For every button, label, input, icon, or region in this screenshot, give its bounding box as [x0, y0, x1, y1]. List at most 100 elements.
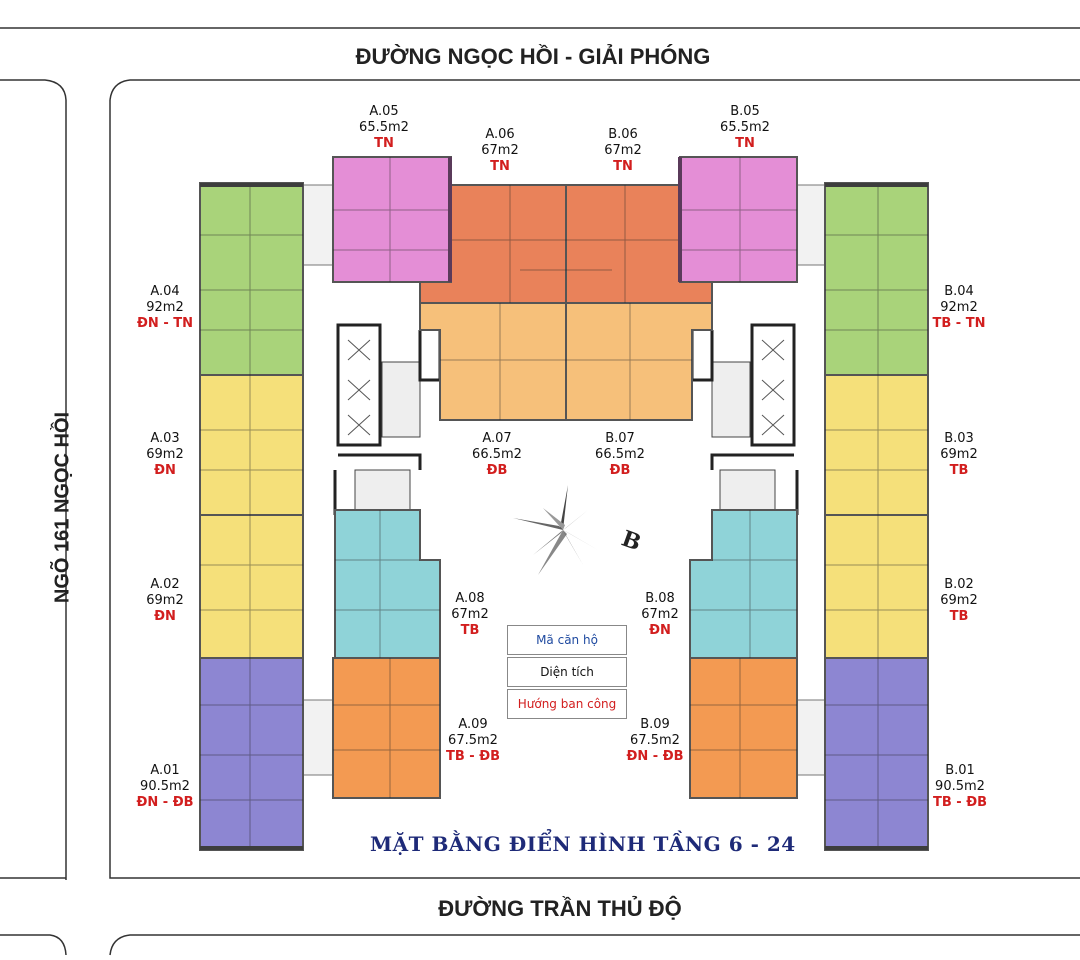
unit-label-a03: A.03 69m2 ĐN [132, 431, 198, 479]
stair-right-lower [719, 469, 776, 511]
unit-block-a09[interactable] [332, 657, 441, 799]
unit-block-a04[interactable] [199, 182, 304, 376]
unit-area: 67m2 [451, 607, 489, 622]
unit-block-b03[interactable] [824, 374, 929, 516]
unit-label-b06: B.06 67m2 TN [593, 127, 653, 175]
unit-code: B.03 [944, 431, 974, 446]
unit-area: 90.5m2 [935, 779, 985, 794]
stair-left-lower [354, 469, 411, 511]
unit-direction: ĐN [154, 609, 176, 624]
unit-code: B.07 [605, 431, 635, 446]
unit-direction: TB - TN [932, 316, 986, 331]
unit-code: B.04 [944, 284, 974, 299]
unit-area: 92m2 [940, 300, 978, 315]
unit-direction: TN [490, 159, 510, 174]
unit-block-b08[interactable] [689, 509, 798, 659]
unit-area: 65.5m2 [720, 120, 770, 135]
unit-code: B.02 [944, 577, 974, 592]
unit-label-b09: B.09 67.5m2 ĐN - ĐB [622, 717, 688, 765]
unit-label-b07: B.07 66.5m2 ĐB [590, 431, 650, 479]
elevator-core-left [336, 323, 382, 447]
unit-code: A.03 [150, 431, 180, 446]
unit-area: 69m2 [940, 447, 978, 462]
unit-label-a05: A.05 65.5m2 TN [354, 104, 414, 152]
block-main-left-edge [109, 100, 1080, 879]
unit-code: A.06 [485, 127, 515, 142]
unit-label-b08: B.08 67m2 ĐN [630, 591, 690, 639]
unit-area: 92m2 [146, 300, 184, 315]
unit-area: 69m2 [146, 447, 184, 462]
unit-direction: TB [460, 623, 480, 638]
unit-label-a09: A.09 67.5m2 TB - ĐB [440, 717, 506, 765]
unit-block-a08[interactable] [334, 509, 441, 659]
unit-area: 66.5m2 [595, 447, 645, 462]
unit-block-b09[interactable] [689, 657, 798, 799]
elevator-core-right [750, 323, 796, 447]
block-top-left-edge [0, 79, 67, 880]
unit-label-b04: B.04 92m2 TB - TN [926, 284, 992, 332]
unit-label-b01: B.01 90.5m2 TB - ĐB [925, 763, 995, 811]
unit-code: A.07 [482, 431, 512, 446]
corridor-left-bottom [302, 699, 336, 776]
unit-direction: TB [949, 463, 969, 478]
unit-label-b03: B.03 69m2 TB [926, 431, 992, 479]
road-top-label: ĐƯỜNG NGỌC HỒI - GIẢI PHÓNG [355, 44, 711, 69]
unit-block-b04[interactable] [824, 182, 929, 376]
unit-direction: ĐN [154, 463, 176, 478]
unit-label-a01: A.01 90.5m2 ĐN - ĐB [130, 763, 200, 811]
unit-block-a01[interactable] [199, 657, 304, 851]
unit-label-b05: B.05 65.5m2 TN [715, 104, 775, 152]
unit-block-a03[interactable] [199, 374, 304, 516]
unit-code: A.09 [458, 717, 488, 732]
unit-code: B.01 [945, 763, 975, 778]
unit-code: A.02 [150, 577, 180, 592]
corridor-right-bottom [796, 699, 826, 776]
stair-left [381, 361, 421, 438]
unit-direction: TB - ĐB [445, 749, 501, 764]
bottom-road-edge-left [0, 934, 67, 956]
unit-label-a04: A.04 92m2 ĐN - TN [132, 284, 198, 332]
legend-area: Diện tích [507, 657, 627, 687]
unit-label-a06: A.06 67m2 TN [470, 127, 530, 175]
corridor-left-top [302, 184, 334, 266]
road-bottom-label: ĐƯỜNG TRẦN THỦ ĐỘ [438, 896, 682, 921]
unit-area: 67.5m2 [448, 733, 498, 748]
unit-area: 69m2 [940, 593, 978, 608]
unit-block-b07[interactable] [565, 302, 713, 421]
unit-direction: ĐB [609, 463, 631, 478]
unit-block-a05[interactable] [332, 156, 452, 283]
unit-direction: TN [374, 136, 394, 151]
unit-area: 67.5m2 [630, 733, 680, 748]
unit-code: A.01 [150, 763, 180, 778]
unit-area: 66.5m2 [472, 447, 522, 462]
unit-label-a07: A.07 66.5m2 ĐB [467, 431, 527, 479]
unit-direction: ĐN - ĐB [626, 749, 684, 764]
plan-title: MẶT BẰNG ĐIỂN HÌNH TẦNG 6 - 24 [370, 832, 796, 856]
corridor-right-top [796, 184, 826, 266]
unit-code: B.05 [730, 104, 760, 119]
block-main-edge [109, 79, 1080, 101]
unit-label-a08: A.08 67m2 TB [440, 591, 500, 639]
unit-direction: TN [613, 159, 633, 174]
unit-area: 65.5m2 [359, 120, 409, 135]
unit-block-a07[interactable] [419, 302, 567, 421]
unit-direction: ĐN [649, 623, 671, 638]
unit-direction: TN [735, 136, 755, 151]
legend-direction: Hướng ban công [507, 689, 627, 719]
unit-label-a02: A.02 69m2 ĐN [132, 577, 198, 625]
unit-code: B.08 [645, 591, 675, 606]
unit-block-b01[interactable] [824, 657, 929, 851]
unit-area: 67m2 [604, 143, 642, 158]
unit-code: A.05 [369, 104, 399, 119]
legend-code: Mã căn hộ [507, 625, 627, 655]
unit-code: A.04 [150, 284, 180, 299]
unit-block-a02[interactable] [199, 514, 304, 659]
unit-block-b02[interactable] [824, 514, 929, 659]
road-left-label: NGÕ 161 NGỌC HỒI [51, 411, 74, 604]
unit-direction: TB [949, 609, 969, 624]
compass-rose-icon [513, 485, 598, 575]
unit-code: B.09 [640, 717, 670, 732]
unit-block-b05[interactable] [679, 156, 798, 283]
unit-area: 69m2 [146, 593, 184, 608]
